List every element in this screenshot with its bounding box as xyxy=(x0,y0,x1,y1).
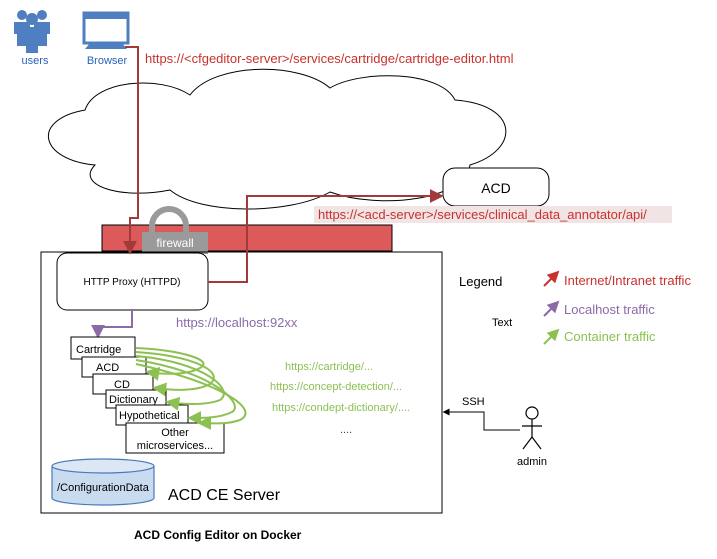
container-cd-label: CD xyxy=(114,379,130,391)
container-acd-label: ACD xyxy=(96,362,119,374)
legend-container-label: Container traffic xyxy=(564,329,656,344)
http-proxy-label: HTTP Proxy (HTTPD) xyxy=(83,277,180,288)
acd-url-highlight xyxy=(314,206,672,223)
legend-localhost-arrow xyxy=(543,300,560,317)
container-dictionary-label: Dictionary xyxy=(109,394,158,406)
acd-node-label: ACD xyxy=(481,180,511,196)
cloud-icon xyxy=(47,68,507,210)
browser-to-proxy-line xyxy=(123,46,139,255)
firewall-label: firewall xyxy=(156,236,193,250)
cartridge-url: https://cartridge/... xyxy=(285,361,373,373)
proxy-to-cartridge-line xyxy=(91,310,133,339)
browser-label: Browser xyxy=(87,55,128,67)
container-hypothetical-label: Hypothetical xyxy=(119,410,180,422)
server-title: ACD CE Server xyxy=(168,487,281,504)
legend-title: Legend xyxy=(459,274,502,289)
legend-internet-arrow xyxy=(543,270,560,287)
admin-icon xyxy=(522,406,542,450)
users-icon xyxy=(14,10,50,53)
server-box xyxy=(40,251,443,514)
container-cartridge-label: Cartridge xyxy=(76,344,121,356)
lock-icon xyxy=(142,206,208,254)
legend-internet-label: Internet/Intranet traffic xyxy=(564,273,691,288)
diagram-caption: ACD Config Editor on Docker xyxy=(134,528,302,542)
acd-api-url: https://<acd-server>/services/clinical_d… xyxy=(318,207,647,222)
container-traffic-lines xyxy=(135,347,247,431)
concept-detection-url: https://concept-detection/... xyxy=(270,381,402,393)
editor-url: https://<cfgeditor-server>/services/cart… xyxy=(145,51,514,66)
legend-localhost-label: Localhost traffic xyxy=(564,302,655,317)
users-label: users xyxy=(22,55,49,67)
legend-text-label: Text xyxy=(492,317,512,329)
ssh-label: SSH xyxy=(462,396,485,408)
more-urls: .... xyxy=(340,424,352,436)
legend-container-arrow xyxy=(543,328,560,345)
browser-icon xyxy=(82,11,130,49)
config-data-label: /ConfigurationData xyxy=(57,482,150,494)
proxy-to-acd-line xyxy=(208,189,444,283)
admin-ssh-line xyxy=(442,408,520,431)
database-icon xyxy=(51,458,155,506)
admin-label: admin xyxy=(517,456,547,468)
condept-dictionary-url: https://condept-dictionary/.... xyxy=(272,402,410,414)
localhost-url: https://localhost:92xx xyxy=(176,315,298,330)
